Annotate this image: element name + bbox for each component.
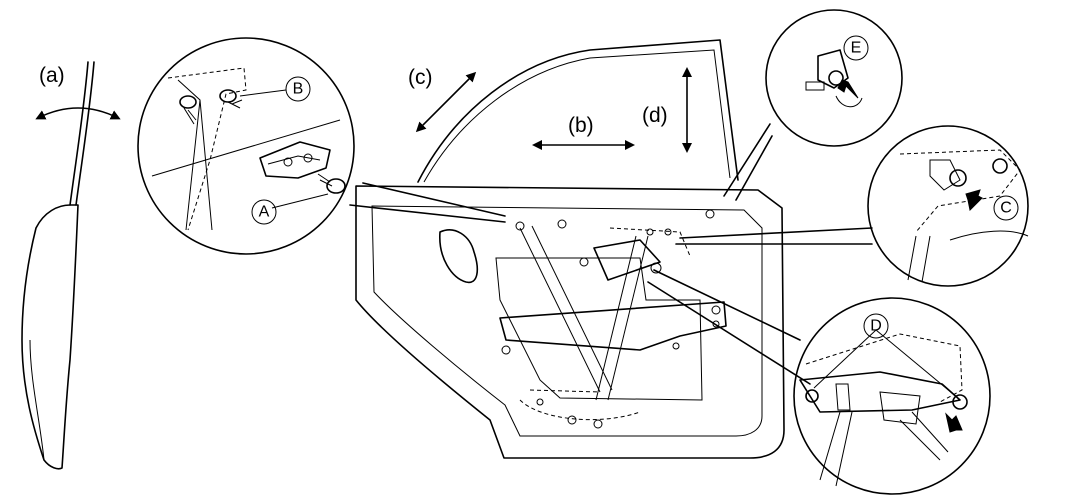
label-c: (c) <box>408 66 433 89</box>
door-assembly <box>355 39 785 459</box>
glass-side-view <box>21 61 95 470</box>
arrow-c <box>415 71 477 133</box>
label-C: C <box>1000 200 1012 217</box>
arrow-icon <box>837 79 859 99</box>
arrow-icon <box>945 412 963 433</box>
label-D: D <box>870 318 882 335</box>
bolt-b-icon <box>179 89 243 125</box>
label-B: B <box>293 81 304 98</box>
bracket-icon <box>259 141 331 179</box>
callout-leaders <box>349 123 873 385</box>
arrow-a <box>35 107 121 120</box>
label-d: (d) <box>642 104 668 127</box>
arrow-icon <box>965 189 983 212</box>
label-a: (a) <box>39 64 65 87</box>
detail-circle-d <box>793 297 991 495</box>
label-b: (b) <box>568 114 594 137</box>
detail-circle-e <box>765 9 903 147</box>
label-E: E <box>851 40 862 57</box>
bolt-a-icon <box>317 173 346 194</box>
detail-circle-c <box>867 125 1029 287</box>
label-A: A <box>259 204 270 221</box>
detail-circle-ab <box>137 37 355 255</box>
